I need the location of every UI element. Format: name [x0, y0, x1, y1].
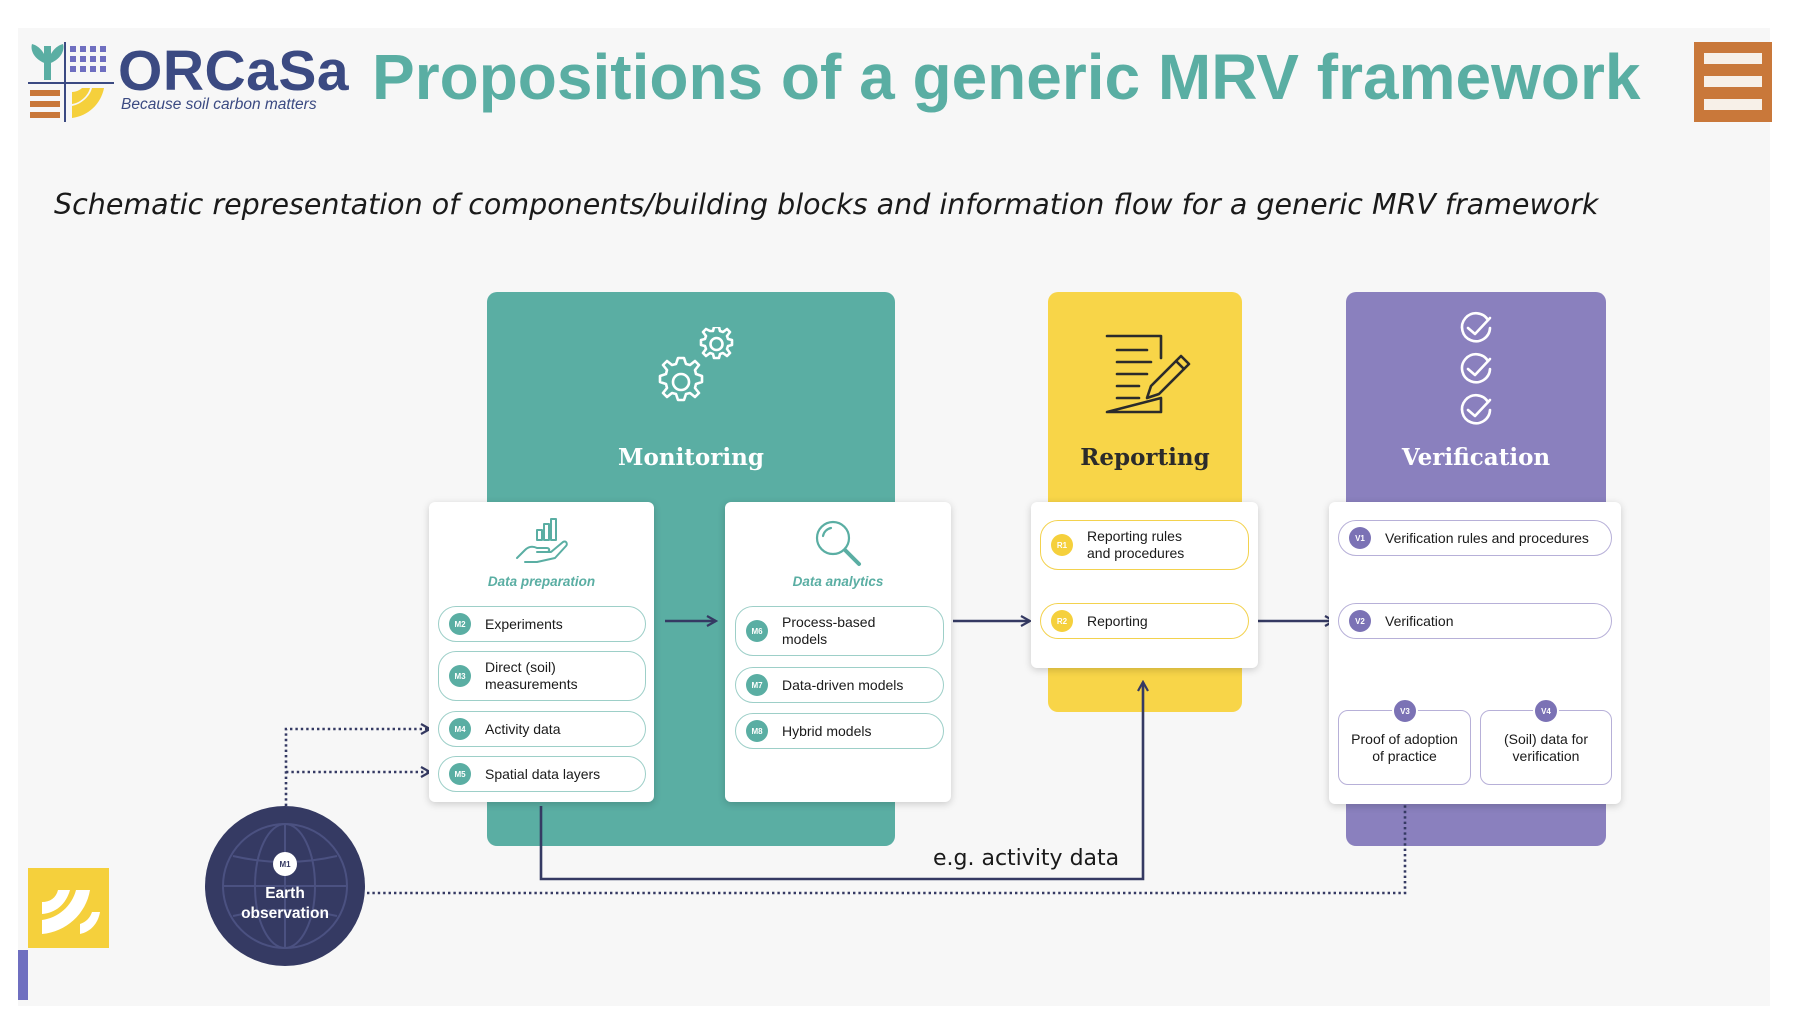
globe-icon: [222, 823, 348, 949]
arrow-activity-data-to-reporting: [539, 682, 1143, 881]
item-label: Verification: [1385, 612, 1454, 629]
pill-experiments[interactable]: M2 Experiments: [438, 606, 646, 642]
reporting-title: Reporting: [1080, 444, 1210, 471]
pill-data-driven-models[interactable]: M7 Data-driven models: [735, 667, 944, 703]
data-analytics-heading: Data analytics: [792, 574, 884, 589]
pill-process-based-models[interactable]: M6 Process-based models: [735, 606, 944, 656]
item-label: Data-driven models: [782, 676, 904, 693]
magnifier-icon: [815, 520, 861, 566]
checkmarks-icon: [1460, 311, 1492, 425]
orcasa-corner-mark-icon: [28, 868, 109, 948]
item-label: (Soil) data for verification: [1503, 730, 1589, 764]
pill-verification-rules[interactable]: V1 Verification rules and procedures: [1338, 520, 1612, 556]
page-subtitle: Schematic representation of components/b…: [54, 188, 1599, 221]
item-label: Activity data: [485, 720, 561, 737]
corner-accent-bar: [18, 950, 28, 1000]
document-pencil-icon: [1105, 334, 1191, 414]
code-badge: V4: [1533, 698, 1559, 724]
pill-spatial-data-layers[interactable]: M5 Spatial data layers: [438, 756, 646, 792]
dotted-earth-to-activity-data: [284, 729, 430, 806]
code-badge: M4: [449, 718, 471, 740]
code-badge: M5: [449, 763, 471, 785]
pill-verification[interactable]: V2 Verification: [1338, 603, 1612, 639]
pill-reporting-rules[interactable]: R1 Reporting rules and procedures: [1040, 520, 1249, 570]
item-label: Reporting: [1087, 612, 1148, 629]
item-label: Experiments: [485, 615, 563, 632]
code-badge: V3: [1392, 698, 1418, 724]
earth-observation-label: Earth observation: [241, 885, 329, 922]
dotted-earth-to-proof-of-adoption: [367, 788, 1405, 895]
pill-hybrid-models[interactable]: M8 Hybrid models: [735, 713, 944, 749]
code-badge: M2: [449, 613, 471, 635]
logo-tagline: Because soil carbon matters: [121, 96, 317, 113]
item-label: Direct (soil) measurements: [485, 659, 578, 692]
code-badge: M3: [449, 665, 471, 687]
code-badge: M8: [746, 720, 768, 742]
item-label: Hybrid models: [782, 722, 872, 739]
code-badge: M7: [746, 674, 768, 696]
item-label: Reporting rules and procedures: [1087, 528, 1185, 561]
code-badge: M6: [746, 620, 768, 642]
logo-name: ORCaSa: [118, 39, 350, 103]
pill-reporting[interactable]: R2 Reporting: [1040, 603, 1249, 639]
gears-icon: [658, 327, 734, 402]
code-badge: V1: [1349, 527, 1371, 549]
hamburger-menu-icon[interactable]: [1694, 42, 1772, 122]
data-preparation-heading: Data preparation: [487, 574, 596, 589]
monitoring-title: Monitoring: [618, 444, 764, 471]
verification-title: Verification: [1401, 444, 1551, 471]
item-label: Process-based models: [782, 614, 876, 647]
earth-observation-node[interactable]: M1 Earth observation: [205, 806, 365, 966]
logo-mark-icon: [28, 42, 114, 122]
code-badge: V2: [1349, 610, 1371, 632]
item-label: Spatial data layers: [485, 765, 601, 782]
code-badge: R1: [1051, 534, 1073, 556]
code-badge: M1: [273, 852, 297, 876]
item-label: Verification rules and procedures: [1385, 529, 1589, 546]
item-label: Proof of adoption of practice: [1351, 730, 1458, 764]
page-title: Propositions of a generic MRV framework: [372, 41, 1641, 113]
code-badge: R2: [1051, 610, 1073, 632]
hand-chart-icon: [516, 518, 568, 563]
flow-label-activity-data: e.g. activity data: [933, 846, 1120, 871]
pill-direct-soil-measurements[interactable]: M3 Direct (soil) measurements: [438, 651, 646, 701]
pill-activity-data[interactable]: M4 Activity data: [438, 711, 646, 747]
